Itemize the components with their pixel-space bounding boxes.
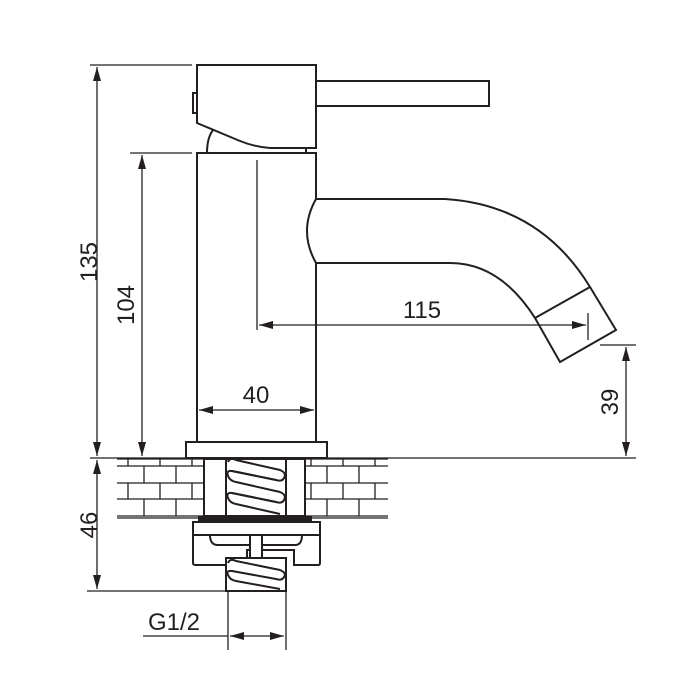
dim-label-40: 40 (243, 382, 270, 409)
cartridge-arc (206, 129, 214, 154)
dim-label-115: 115 (403, 297, 441, 324)
upper-thread (226, 457, 286, 515)
dim-label-104: 104 (113, 285, 140, 325)
dim-label-thread: G1/2 (148, 609, 200, 636)
dimension-lines (87, 64, 636, 650)
base-plate (185, 441, 328, 459)
lower-thread (226, 558, 286, 590)
dim-label-46: 46 (76, 512, 103, 539)
handle (192, 64, 490, 154)
mounting-assembly (192, 457, 321, 592)
spout (306, 198, 618, 364)
washer (198, 516, 312, 522)
dim-label-39: 39 (597, 389, 624, 416)
countertop (117, 458, 388, 519)
handle-tab (192, 92, 198, 114)
center-web (249, 534, 263, 559)
lever (313, 80, 490, 107)
dim-label-135: 135 (76, 242, 103, 282)
aerator-line (534, 286, 591, 319)
handle-body (196, 64, 317, 149)
